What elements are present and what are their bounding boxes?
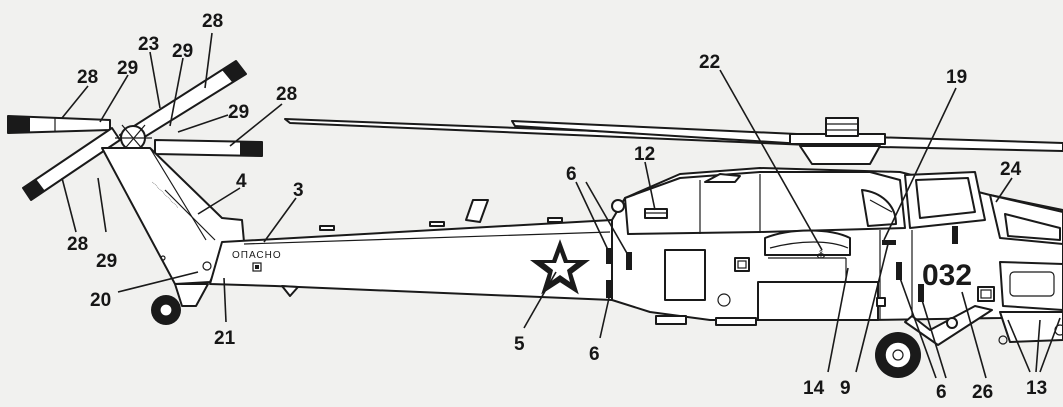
callout-14: 14 — [803, 378, 825, 399]
callout-5: 5 — [514, 334, 525, 355]
fuselage — [611, 167, 1063, 345]
main-rotor — [284, 117, 1063, 165]
tail-number: 032 — [922, 259, 972, 292]
leader-lines — [61, 32, 1061, 379]
callout-4: 4 — [236, 171, 247, 192]
callout-29-right: 29 — [228, 102, 249, 123]
callout-19: 19 — [946, 67, 967, 88]
tail-rotor — [7, 60, 263, 201]
callout-28-top: 28 — [202, 11, 223, 32]
callout-6-bottom: 6 — [589, 344, 600, 365]
callout-29-top: 29 — [172, 41, 193, 62]
callout-26: 26 — [972, 382, 993, 403]
callout-6-nose: 6 — [936, 382, 947, 403]
callout-22: 22 — [699, 52, 720, 73]
callout-13: 13 — [1026, 378, 1047, 399]
callout-6-top: 6 — [566, 164, 577, 185]
callout-28-left: 28 — [77, 67, 98, 88]
callout-21: 21 — [214, 328, 236, 349]
callout-9: 9 — [840, 378, 851, 399]
callout-23: 23 — [138, 34, 159, 55]
callout-29-left: 29 — [117, 58, 138, 79]
callout-28-bottom: 28 — [67, 234, 88, 255]
callout-29-bottom: 29 — [96, 251, 117, 272]
tail-wheel — [151, 283, 209, 325]
tail-boom: ОПАСНО — [209, 199, 613, 301]
callout-20: 20 — [90, 290, 111, 311]
nose-wheel — [875, 305, 993, 378]
danger-stencil: ОПАСНО — [232, 250, 282, 261]
svg-text:⚓: ⚓ — [816, 248, 826, 261]
callout-24: 24 — [1000, 159, 1022, 180]
markings: 032 ⚓ — [530, 226, 972, 302]
callout-12: 12 — [634, 144, 655, 165]
callout-labels: 28 28 28 28 29 29 29 29 23 4 3 20 21 5 6… — [67, 11, 1047, 403]
callout-28-right: 28 — [276, 84, 297, 105]
callout-3: 3 — [293, 180, 304, 201]
